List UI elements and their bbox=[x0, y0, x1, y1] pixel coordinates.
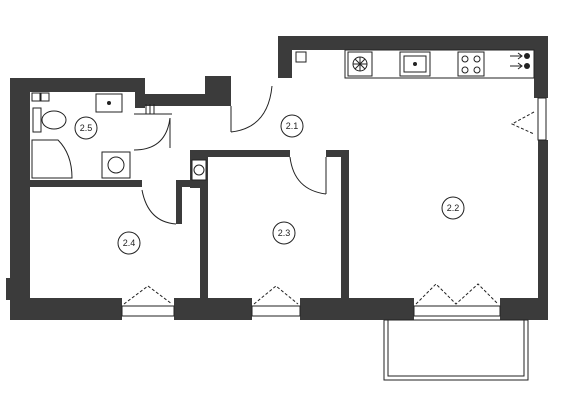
right-door-swing bbox=[510, 111, 535, 135]
kitchen-fixtures bbox=[295, 49, 535, 79]
room-label-2-4: 2.4 bbox=[117, 231, 141, 255]
kitchen-counter bbox=[344, 49, 535, 79]
kitchen-sink-icon bbox=[399, 51, 431, 77]
room-number: 2.4 bbox=[123, 238, 136, 248]
ventilation-icon bbox=[510, 52, 530, 70]
bathroom-door-swing bbox=[133, 117, 171, 151]
window-room-2-4 bbox=[121, 305, 175, 317]
bathroom-sink-icon bbox=[95, 93, 123, 113]
interior-walls bbox=[30, 150, 349, 300]
toilet-icon bbox=[32, 107, 67, 133]
shower-icon bbox=[31, 139, 73, 179]
room-label-2-3: 2.3 bbox=[272, 221, 296, 245]
kitchen-boiler-icon bbox=[295, 51, 307, 63]
doors bbox=[123, 85, 535, 305]
extractor-fan-icon bbox=[347, 51, 373, 77]
room-label-2-1: 2.1 bbox=[280, 114, 304, 138]
room-number: 2.2 bbox=[447, 203, 460, 213]
room-number: 2.5 bbox=[80, 123, 93, 133]
exterior-walls bbox=[6, 36, 548, 320]
bathroom-fixtures bbox=[31, 92, 207, 181]
room-2-4-door-swing bbox=[141, 189, 177, 225]
washing-machine-icon bbox=[101, 151, 131, 179]
window-room-2-3 bbox=[251, 305, 301, 317]
hall-boiler-icon bbox=[191, 159, 207, 181]
room-label-2-5: 2.5 bbox=[74, 116, 98, 140]
windows bbox=[121, 97, 547, 317]
stove-icon bbox=[457, 51, 485, 77]
room-number: 2.1 bbox=[286, 121, 299, 131]
window-right bbox=[537, 97, 547, 141]
room-2-3-door-swing bbox=[289, 156, 327, 195]
balcony bbox=[383, 319, 529, 381]
heating-boiler-icon bbox=[31, 92, 41, 102]
room-number: 2.3 bbox=[278, 228, 291, 238]
radiator-icon bbox=[134, 104, 172, 115]
window-room-2-2 bbox=[413, 305, 501, 317]
room-label-2-2: 2.2 bbox=[441, 196, 465, 220]
